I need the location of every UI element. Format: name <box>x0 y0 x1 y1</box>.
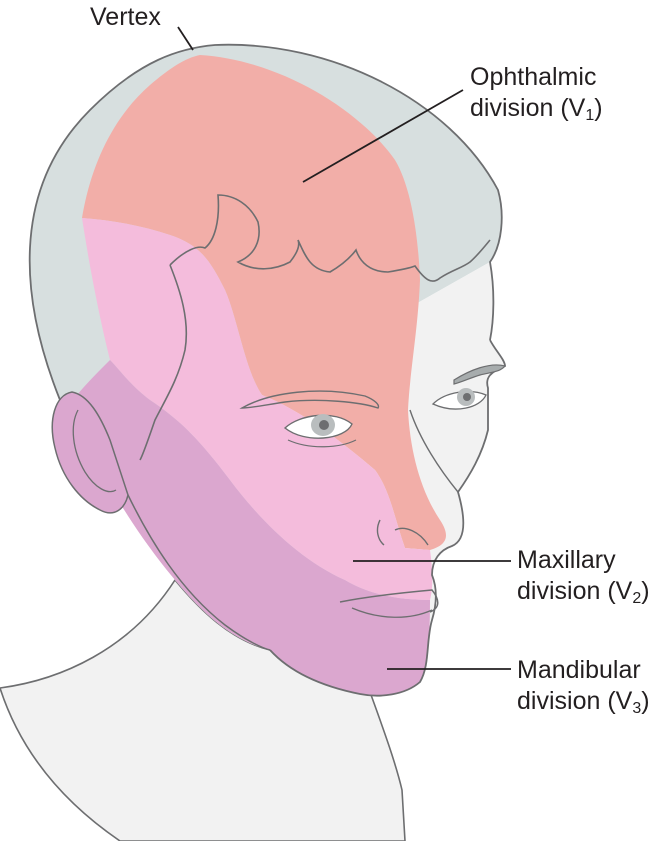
sideburn-outline <box>139 264 188 461</box>
ophthalmic-label-division: division (V <box>470 94 586 122</box>
maxillary-label-line1: Maxillary <box>517 546 616 574</box>
vertex-label-text: Vertex <box>90 3 161 31</box>
ophthalmic-label-line1: Ophthalmic <box>470 63 597 91</box>
vertex-leader <box>177 26 194 51</box>
mouth <box>339 589 439 618</box>
hairline <box>169 194 491 282</box>
mandibular-division-label: Mandibular division (V3) <box>517 655 650 717</box>
ophthalmic-region <box>82 55 446 550</box>
head-outline <box>28 43 503 401</box>
maxillary-label-close: ) <box>641 577 650 605</box>
maxillary-region <box>82 218 433 600</box>
mandibular-label-close: ) <box>641 687 650 715</box>
nose <box>376 409 459 546</box>
ophthalmic-label-subscript: 1 <box>585 107 595 124</box>
left-eye <box>431 388 487 410</box>
ear <box>51 391 129 514</box>
mandibular-label-subscript: 3 <box>632 700 642 717</box>
maxillary-label-division: division (V <box>517 577 633 605</box>
right-eye <box>283 414 357 448</box>
mandibular-label-division: division (V <box>517 687 633 715</box>
mandibular-label-line2: division (V3) <box>517 686 650 717</box>
vertex-label: Vertex <box>90 2 161 33</box>
maxillary-label-line2: division (V2) <box>517 576 650 607</box>
ophthalmic-label-close: ) <box>594 94 603 122</box>
ophthalmic-label-line2: division (V1) <box>470 93 603 124</box>
right-brow <box>239 390 380 409</box>
maxillary-label-subscript: 2 <box>632 590 642 607</box>
left-brow <box>453 364 507 385</box>
mandibular-region <box>60 360 430 696</box>
ophthalmic-leader <box>302 89 464 183</box>
ophthalmic-division-label: Ophthalmic division (V1) <box>470 62 603 124</box>
mandibular-label-line1: Mandibular <box>517 656 641 684</box>
maxillary-division-label: Maxillary division (V2) <box>517 545 650 607</box>
jaw-line <box>127 494 271 651</box>
